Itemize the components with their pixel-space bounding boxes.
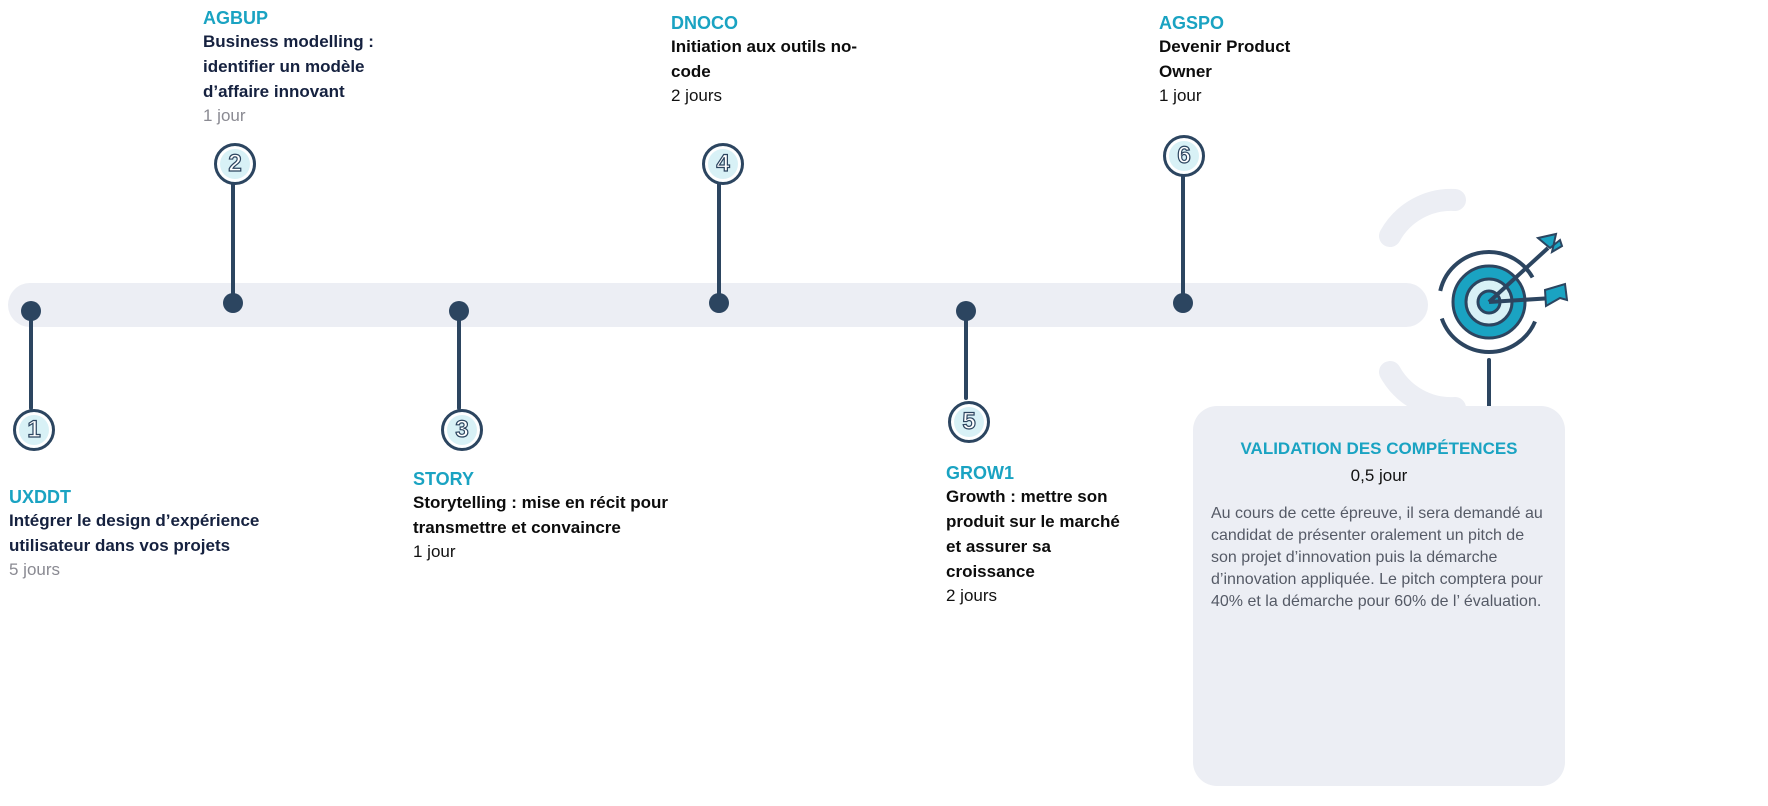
step-duration: 2 jours [946,586,998,605]
connectors [29,170,1491,410]
step-title: Growth : mettre son produit sur le march… [946,487,1120,581]
step-code: AGBUP [203,8,269,28]
step-duration: 5 jours [9,560,61,579]
step-duration: 1 jour [413,542,456,561]
step-code: AGSPO [1159,13,1225,33]
step-duration: 1 jour [203,106,246,125]
step-title: Intégrer le design d’expérience utilisat… [9,511,260,555]
dot-2 [223,293,243,313]
step-3: STORY Storytelling : mise en récit pour … [413,468,673,564]
validation-description: Au cours de cette épreuve, il sera deman… [1211,505,1543,610]
step-title: Business modelling : identifier un modèl… [203,32,374,101]
target-icon [1437,232,1569,354]
step-code: GROW1 [946,463,1015,483]
step-number-5: 5 [948,401,990,443]
step-number-1: 1 [13,409,55,451]
step-number-3: 3 [441,409,483,451]
step-number-2: 2 [214,143,256,185]
step-6: AGSPO Devenir Product Owner 1 jour [1159,12,1329,108]
target-arc-bottom [1379,361,1466,420]
timeline-dots [21,293,1193,321]
target-arc-top [1379,188,1466,247]
step-2: AGBUP Business modelling : identifier un… [203,7,433,128]
step-duration: 2 jours [671,86,723,105]
step-code: STORY [413,469,475,489]
step-title: Devenir Product Owner [1159,37,1291,81]
validation-duration: 0,5 jour [1350,466,1408,485]
dot-6 [1173,293,1193,313]
dot-1 [21,301,41,321]
dot-5 [956,301,976,321]
step-1: UXDDT Intégrer le design d’expérience ut… [9,486,269,582]
step-number-4: 4 [702,143,744,185]
validation-title: VALIDATION DES COMPÉTENCES [1240,439,1518,458]
step-duration: 1 jour [1159,86,1202,105]
step-code: DNOCO [671,13,738,33]
step-number-6: 6 [1163,135,1205,177]
dot-4 [709,293,729,313]
step-title: Storytelling : mise en récit pour transm… [413,493,669,537]
step-5: GROW1 Growth : mettre son produit sur le… [946,462,1136,608]
step-4: DNOCO Initiation aux outils no-code 2 jo… [671,12,891,108]
dot-3 [449,301,469,321]
step-code: UXDDT [9,487,71,507]
step-title: Initiation aux outils no-code [671,37,858,81]
validation-box: VALIDATION DES COMPÉTENCES 0,5 jour Au c… [1193,406,1565,786]
